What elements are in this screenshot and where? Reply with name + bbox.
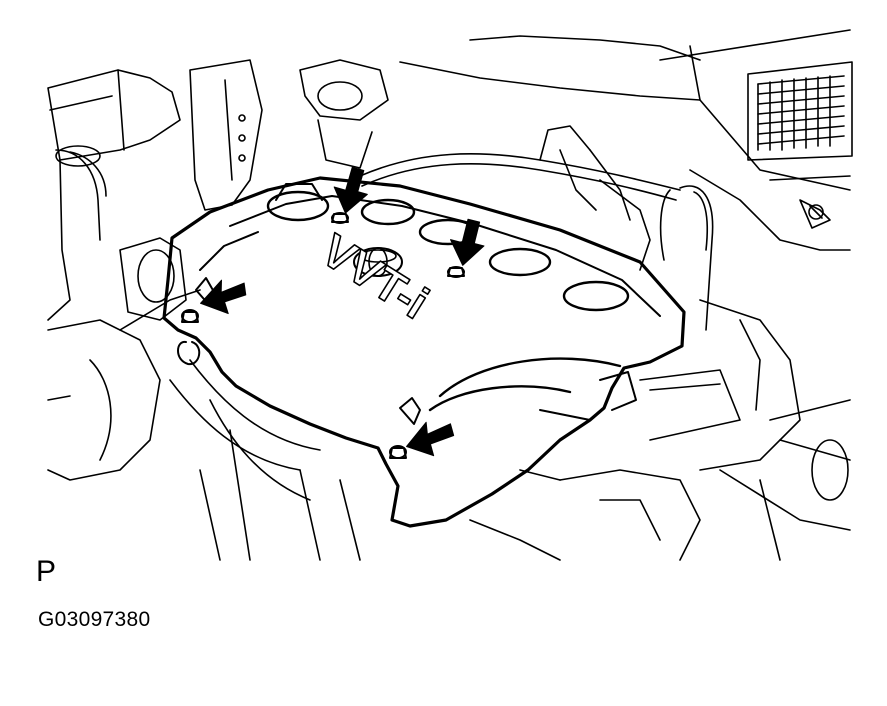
bolt-top-left (331, 212, 349, 224)
figure-code: G03097380 (38, 608, 151, 631)
bolt-arrows (200, 166, 485, 457)
cover-logo-text: VVT-i (312, 224, 437, 329)
bolt-top-center (447, 266, 465, 278)
view-letter: P (36, 555, 57, 588)
bolt-lower-side (389, 445, 407, 459)
toyota-emblem (353, 247, 403, 277)
arrow-lower-side (406, 421, 455, 457)
arrow-left-side (200, 279, 247, 315)
vent-grille (747, 61, 853, 161)
arrow-top-center (450, 218, 485, 266)
engine-bay-background (47, 29, 853, 561)
engine-cover: VVT-i (162, 176, 686, 528)
engine-cover-illustration: VVT-i (47, 29, 853, 561)
bolts (181, 212, 465, 459)
arrow-top-left (333, 166, 368, 214)
bolt-left-side (181, 309, 199, 323)
